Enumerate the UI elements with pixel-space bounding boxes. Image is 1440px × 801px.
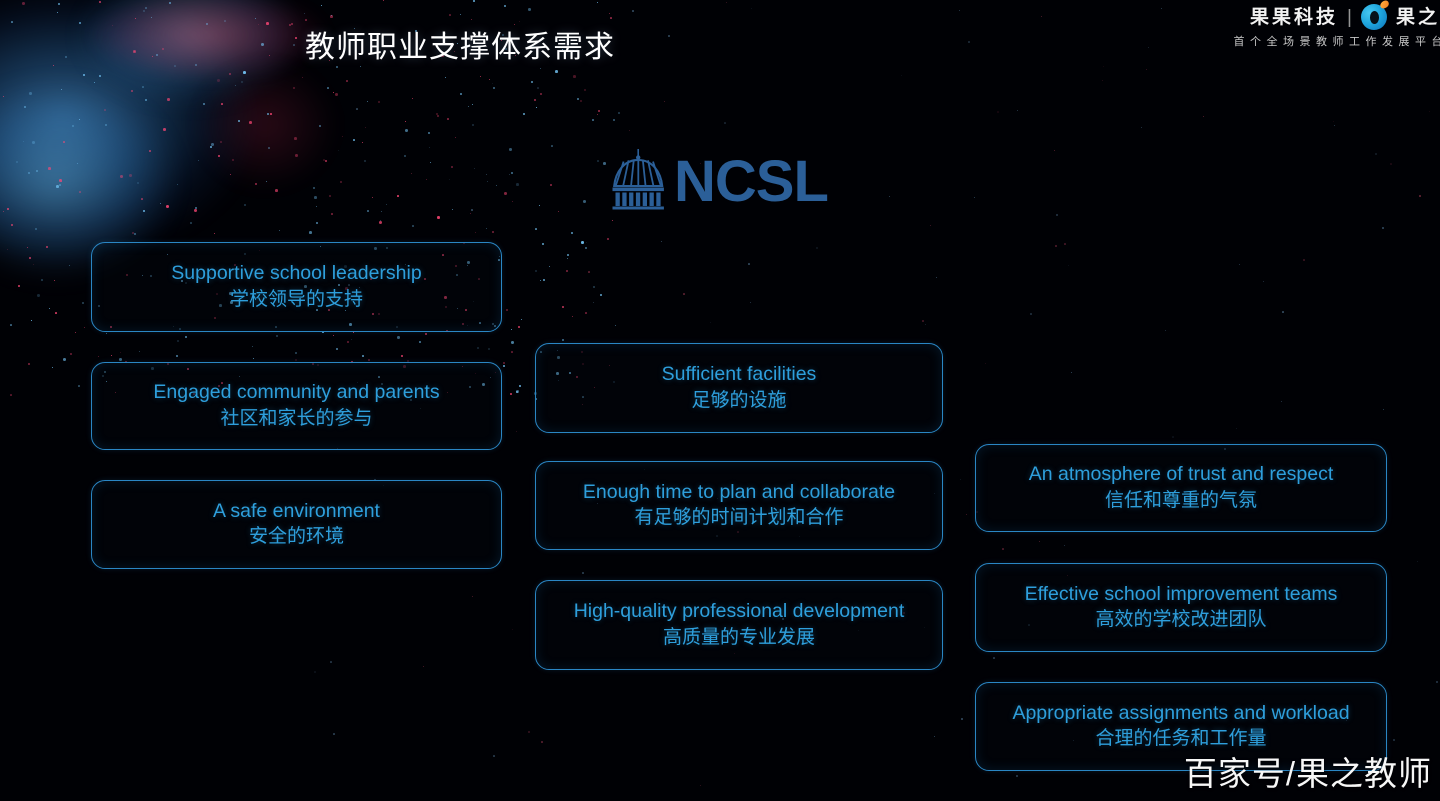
- card-label-en: Supportive school leadership: [171, 262, 422, 285]
- support-need-card[interactable]: Effective school improvement teams 高效的学校改…: [975, 563, 1387, 652]
- brand-divider: |: [1347, 6, 1352, 28]
- support-need-card[interactable]: An atmosphere of trust and respect 信任和尊重的…: [975, 444, 1387, 532]
- ncsl-wordmark: NCSL: [674, 148, 829, 214]
- card-label-zh: 社区和家长的参与: [220, 407, 373, 429]
- card-label-zh: 足够的设施: [691, 389, 787, 411]
- card-label-en: Appropriate assignments and workload: [1012, 701, 1350, 724]
- brand-tagline: 首个全场景教师工作发展平台: [1233, 36, 1440, 48]
- support-need-card[interactable]: High-quality professional development 高质量…: [535, 580, 943, 670]
- support-need-card[interactable]: Engaged community and parents 社区和家长的参与: [91, 362, 502, 450]
- support-need-card[interactable]: Supportive school leadership 学校领导的支持: [91, 242, 502, 332]
- support-need-card[interactable]: Appropriate assignments and workload 合理的任…: [975, 682, 1387, 771]
- support-need-card[interactable]: A safe environment 安全的环境: [91, 480, 502, 569]
- support-need-card[interactable]: Enough time to plan and collaborate 有足够的时…: [535, 461, 943, 550]
- brand-sub-name: 果之: [1395, 6, 1440, 28]
- card-label-en: Enough time to plan and collaborate: [582, 480, 896, 503]
- card-label-zh: 有足够的时间计划和合作: [634, 507, 844, 529]
- card-label-en: An atmosphere of trust and respect: [1028, 463, 1334, 486]
- page-title: 教师职业支撑体系需求: [305, 31, 615, 64]
- brand-lockup: 果果科技 | 果之 首个全场景教师工作发展平台: [1234, 4, 1440, 48]
- card-label-en: Sufficient facilities: [661, 363, 817, 386]
- support-need-card[interactable]: Sufficient facilities 足够的设施: [535, 343, 943, 433]
- watermark: 百家号/果之教师: [1183, 755, 1432, 792]
- brand-name: 果果科技: [1250, 6, 1339, 28]
- capitol-dome-icon: [610, 148, 668, 215]
- fruit-logo-icon: [1360, 4, 1387, 30]
- smoke-plume-blue-3: [40, 0, 340, 130]
- card-label-en: High-quality professional development: [573, 600, 905, 623]
- card-label-zh: 合理的任务和工作量: [1095, 728, 1267, 750]
- card-label-zh: 学校领导的支持: [229, 288, 363, 310]
- brand-row: 果果科技 | 果之: [1250, 4, 1440, 30]
- card-label-en: Engaged community and parents: [153, 381, 440, 404]
- card-label-zh: 高效的学校改进团队: [1095, 609, 1267, 631]
- card-label-zh: 高质量的专业发展: [662, 626, 815, 648]
- card-label-en: Effective school improvement teams: [1024, 582, 1338, 605]
- card-label-en: A safe environment: [213, 499, 380, 522]
- card-label-zh: 信任和尊重的气氛: [1104, 489, 1257, 511]
- ncsl-logo: NCSL: [610, 148, 829, 215]
- card-label-zh: 安全的环境: [248, 526, 344, 548]
